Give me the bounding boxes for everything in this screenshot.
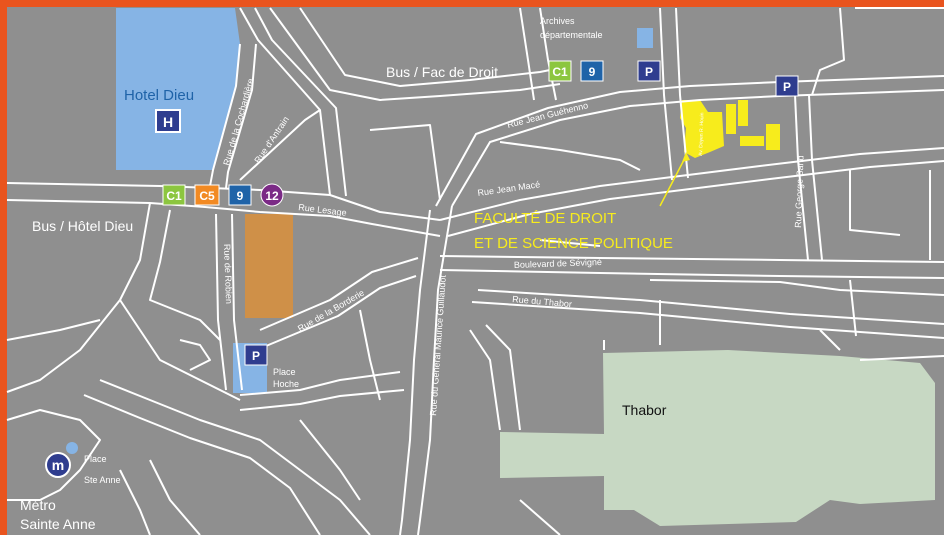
parking-icon-faculty	[775, 75, 799, 97]
place-ste-anne-line2: Ste Anne	[84, 475, 121, 485]
place-hoche-line1: Place	[273, 367, 296, 377]
faculty-label-line1: FACULTÉ DE DROIT	[474, 210, 616, 227]
archives-label-line1: Archives	[540, 16, 575, 26]
bus-stop-hotel-dieu: Bus / Hôtel Dieu	[32, 218, 133, 234]
archives-label-line2: départementale	[540, 30, 603, 40]
street-george-sand: Rue George Sand	[793, 155, 806, 228]
faculty-pointer-arrow-icon	[682, 152, 690, 162]
line-c5-badge	[194, 184, 220, 206]
street-doyen-houin: Av. Doyen R. Houin	[698, 112, 706, 156]
parking-symbol-archives: P	[645, 65, 653, 79]
street-sevigne: Boulevard de Sévigné	[514, 257, 602, 270]
line-c1-badge-fac	[548, 60, 572, 82]
metro-label-line2: Sainte Anne	[20, 516, 96, 532]
parking-symbol-hoche: P	[252, 349, 260, 363]
hospital-icon	[155, 109, 181, 133]
line-12-badge	[260, 183, 284, 207]
line-c1-label-fac: C1	[552, 65, 568, 79]
faculty-buildings	[680, 100, 780, 158]
road-network	[6, 7, 944, 535]
line-9-label-hotel-dieu: 9	[237, 189, 244, 203]
thabor-park	[500, 350, 935, 526]
parking-icon-hoche	[244, 344, 268, 366]
thabor-label: Thabor	[622, 402, 667, 418]
metro-icon	[45, 452, 71, 478]
hotel-dieu-area	[116, 8, 240, 170]
line-c5-label: C5	[199, 189, 215, 203]
line-c1-badge-hotel-dieu	[162, 184, 186, 206]
place-ste-anne-area	[66, 442, 78, 454]
line-9-badge-fac	[580, 60, 604, 82]
place-ste-anne-line1: Place	[84, 454, 107, 464]
line-12-label: 12	[265, 189, 279, 203]
hotel-dieu-label: Hotel Dieu	[124, 87, 194, 104]
street-robien: Rue de Robien	[222, 244, 234, 304]
parking-icon-archives	[637, 60, 661, 82]
hospital-symbol: H	[163, 114, 173, 130]
orange-block	[245, 214, 293, 318]
archives-building	[637, 28, 653, 48]
faculty-pointer-line	[659, 155, 687, 207]
metro-symbol: m	[52, 457, 64, 473]
place-hoche-line2: Hoche	[273, 379, 299, 389]
line-9-label-fac: 9	[589, 65, 596, 79]
line-c1-label-hotel-dieu: C1	[166, 189, 182, 203]
metro-label-line1: Métro	[20, 497, 56, 513]
parking-symbol-faculty: P	[783, 80, 791, 94]
bus-stop-fac-de-droit: Bus / Fac de Droit	[386, 64, 498, 80]
line-9-badge-hotel-dieu	[228, 184, 252, 206]
faculty-label-line2: ET DE SCIENCE POLITIQUE	[474, 235, 673, 252]
